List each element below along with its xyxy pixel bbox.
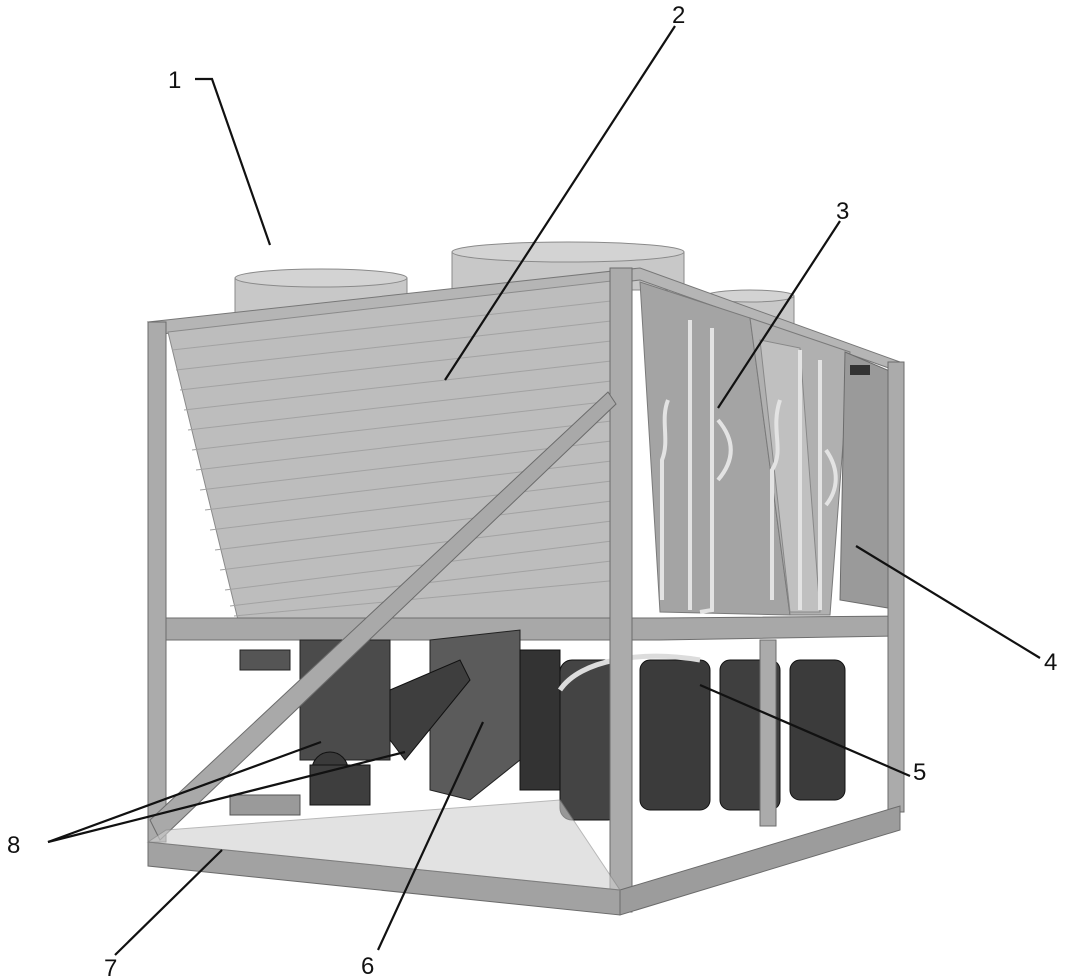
chiller-unit-illustration [146,241,905,916]
callout-5: 5 [913,759,926,786]
leader-lines [47,25,1041,956]
callout-7: 7 [104,955,117,980]
leader-8b [47,750,406,844]
frame-posts [147,267,905,913]
electrical-panel [839,351,893,609]
condenser-coil-front [167,279,621,621]
leader-5 [699,683,911,778]
leader-1 [195,77,272,246]
callout-labels: 1 2 3 4 5 6 7 8 [7,2,1057,980]
side-coils [639,281,851,616]
callout-2: 2 [672,2,685,29]
leader-4 [855,545,1041,659]
leader-8a [47,740,322,844]
callout-6: 6 [361,953,374,980]
callout-1: 1 [168,67,181,94]
leader-2 [444,25,676,381]
leader-6 [377,721,484,951]
callout-8: 8 [7,832,20,859]
middle-frame-rail [159,615,901,641]
leader-3 [717,220,841,409]
callout-4: 4 [1044,649,1057,676]
lower-components [229,629,846,821]
diagonal-brace [149,391,617,841]
callout-3: 3 [836,198,849,225]
leader-7 [114,849,223,956]
